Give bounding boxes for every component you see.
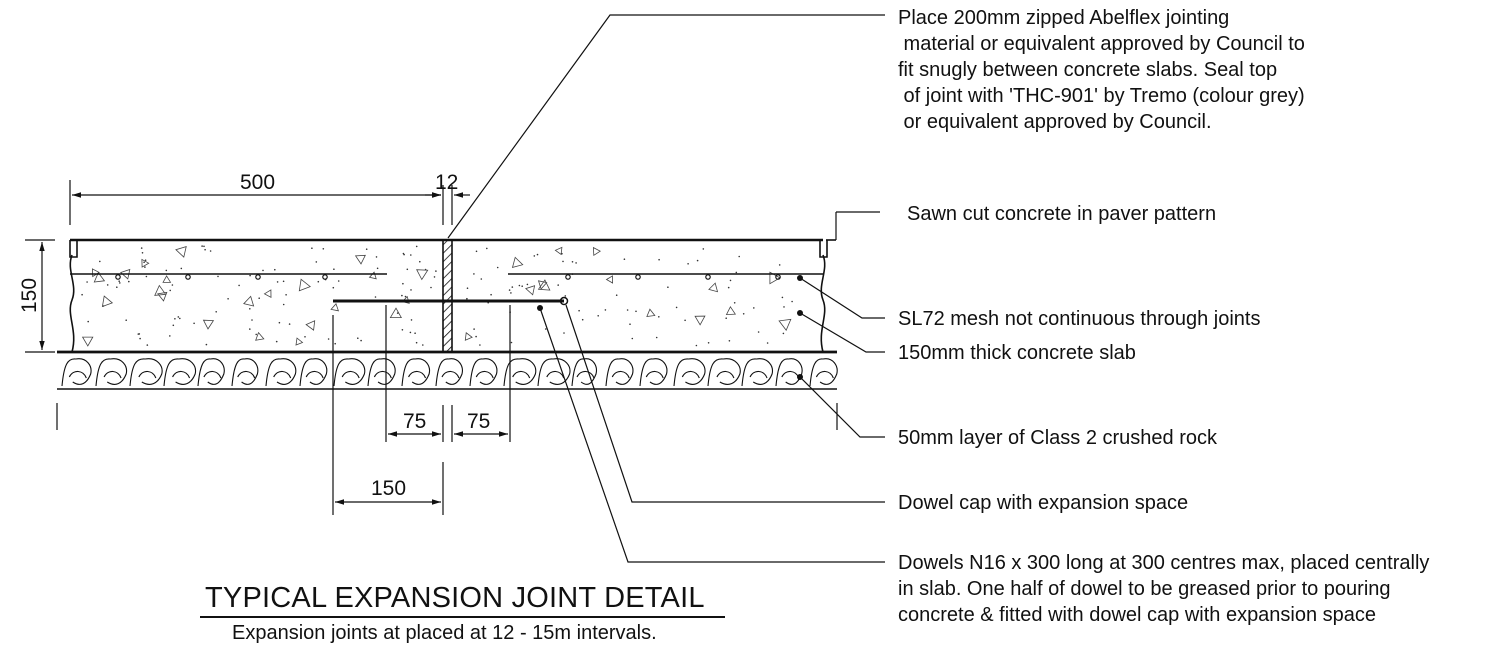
leader-dots — [537, 275, 803, 380]
dim-left-offset: 75 — [403, 410, 426, 433]
dimension-lines — [25, 180, 838, 515]
drawing-title: TYPICAL EXPANSION JOINT DETAIL — [205, 582, 705, 614]
crushed-rock-layer — [57, 358, 838, 390]
note-dowel-cap: Dowel cap with expansion space — [898, 492, 1189, 514]
note-sawn-cut: Sawn cut concrete in paver pattern — [907, 203, 1217, 225]
drawing-subtitle: Expansion joints at placed at 12 - 15m i… — [232, 622, 657, 644]
dim-joint-width: 12 — [435, 171, 458, 194]
mesh-bar-dots — [115, 274, 781, 280]
note-jointing-material: Place 200mm zipped Abelflex jointing mat… — [898, 7, 1305, 133]
dim-dowel-half: 150 — [371, 477, 406, 500]
title-underline — [200, 616, 725, 618]
dim-slab-depth: 150 — [18, 278, 41, 313]
dowel-bar — [333, 296, 569, 306]
dim-slab-width: 500 — [240, 171, 275, 194]
dim-right-offset: 75 — [467, 410, 490, 433]
leader-lines — [447, 14, 885, 563]
note-mesh: SL72 mesh not continuous through joints — [898, 308, 1261, 330]
note-dowels: Dowels N16 x 300 long at 300 centres max… — [898, 552, 1430, 626]
dimension-labels: 500 12 150 75 75 150 — [18, 171, 490, 500]
concrete-aggregate-texture — [81, 245, 793, 347]
note-slab: 150mm thick concrete slab — [898, 342, 1136, 364]
jointing-material — [442, 239, 453, 353]
note-crushed-rock: 50mm layer of Class 2 crushed rock — [898, 427, 1218, 449]
concrete-slab — [57, 211, 880, 354]
